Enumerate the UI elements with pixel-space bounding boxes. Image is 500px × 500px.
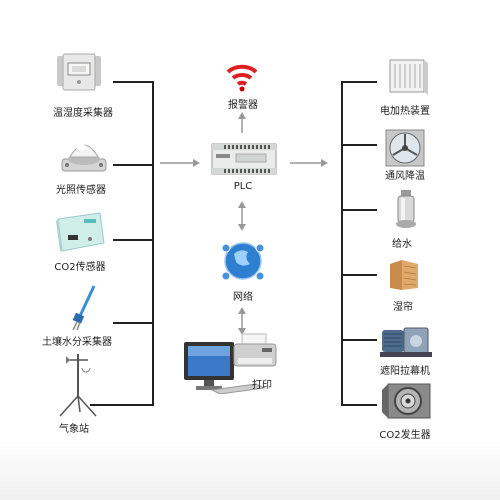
weather-station-icon: [59, 354, 97, 417]
water-pump-icon: [396, 190, 416, 228]
actuator-label-electric-heater: 电加热装置: [380, 106, 430, 117]
actuator-label-co2-generator: CO2发生器: [379, 430, 431, 441]
actuator-label-wet-curtain: 湿帘: [393, 302, 413, 313]
electric-heater-icon: [389, 59, 428, 95]
actuator-label-water-supply: 给水: [392, 239, 412, 250]
computer-printer-icon: [184, 333, 277, 394]
actuator-label-ventilation: 通风降温: [385, 171, 425, 182]
co2-generator-icon: [382, 383, 431, 419]
soil-moisture-probe-icon: [72, 285, 96, 330]
sensor-label-co2: CO2传感器: [54, 262, 106, 273]
ventilation-fan-icon: [385, 129, 425, 167]
alarm-icon: [226, 64, 258, 92]
sensor-label-temperature-humidity: 温湿度采集器: [53, 108, 113, 119]
sensor-label-light: 光照传感器: [56, 185, 106, 196]
network-globe-icon: [221, 242, 265, 281]
temperature-humidity-sensor-icon: [57, 53, 101, 91]
actuator-label-shade-curtain: 遮阳拉幕机: [380, 366, 430, 377]
plc-label: PLC: [233, 181, 253, 192]
sensor-label-weather-station: 气象站: [59, 424, 89, 435]
background-floor: [0, 440, 500, 500]
alarm-label: 报警器: [228, 100, 258, 111]
wet-curtain-icon: [390, 260, 418, 290]
print-label: 打印: [252, 380, 272, 391]
shade-curtain-motor-icon: [380, 327, 432, 357]
light-sensor-icon: [61, 144, 107, 172]
network-label: 网络: [233, 292, 253, 303]
sensor-label-soil-moisture: 土壤水分采集器: [42, 337, 112, 348]
co2-sensor-icon: [56, 212, 105, 252]
plc-module-icon: [211, 143, 277, 175]
